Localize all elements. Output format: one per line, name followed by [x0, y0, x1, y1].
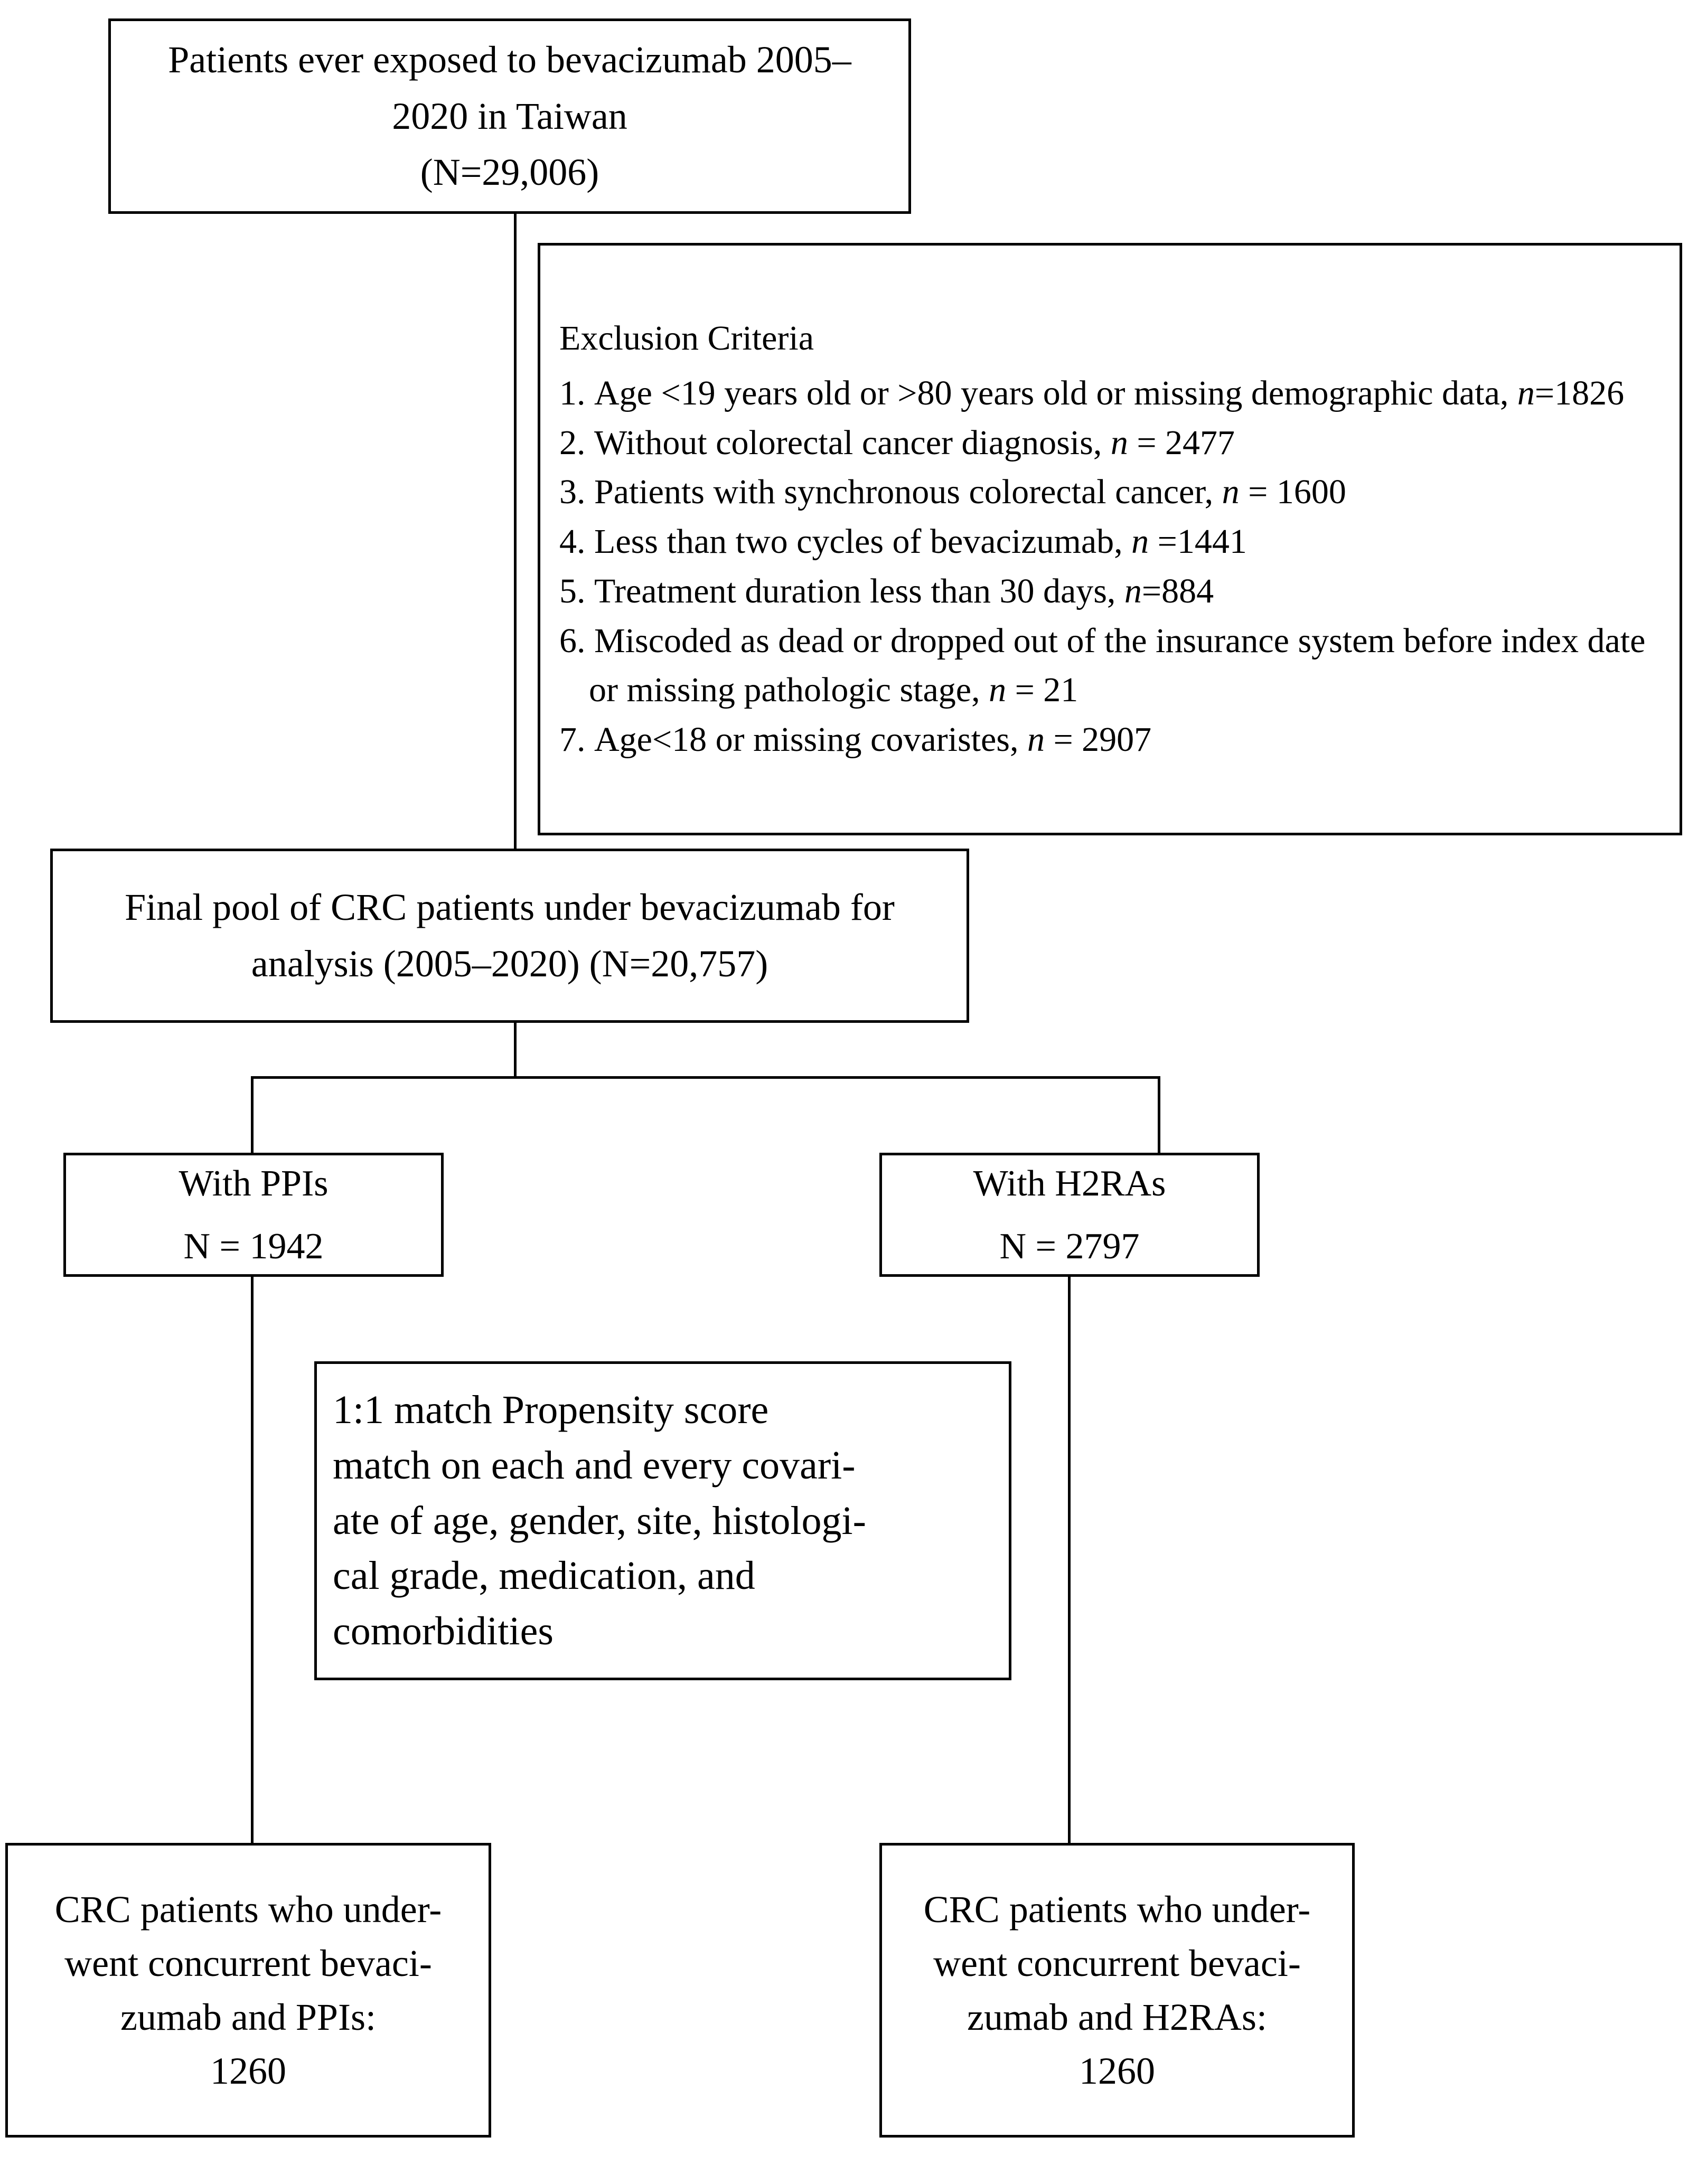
node-with-ppis: With PPIs N = 1942 [63, 1153, 444, 1277]
node-source-cohort: Patients ever exposed to bevacizumab 200… [108, 18, 911, 214]
propensity-line-1: 1:1 match Propensity score [333, 1387, 769, 1432]
propensity-matching-text: 1:1 match Propensity score match on each… [317, 1382, 1009, 1659]
node-exclusion-criteria: Exclusion Criteria 1. Age <19 years old … [538, 243, 1682, 835]
connector-ppi-to-outcome [251, 1276, 254, 1845]
outcome-ppis-line-3: zumab and PPIs: [120, 1996, 376, 2038]
exclusion-criteria-title: Exclusion Criteria [559, 319, 814, 358]
exclusion-criteria-text: Exclusion Criteria 1. Age <19 years old … [540, 314, 1680, 764]
final-pool-line-2: analysis (2005–2020) (N=20,757) [251, 943, 768, 985]
source-cohort-line-1: Patients ever exposed to bevacizumab 200… [168, 39, 851, 81]
final-pool-text: Final pool of CRC patients under bevaciz… [53, 879, 967, 992]
propensity-line-3: ate of age, gender, site, histologi- [333, 1498, 866, 1543]
node-propensity-matching: 1:1 match Propensity score match on each… [314, 1361, 1011, 1680]
final-pool-line-1: Final pool of CRC patients under bevaciz… [125, 886, 895, 929]
outcome-ppis-text: CRC patients who under- went concurrent … [8, 1882, 489, 2098]
propensity-line-5: comorbidities [333, 1609, 554, 1654]
connector-split-bar [251, 1076, 1160, 1079]
source-cohort-line-2: 2020 in Taiwan [392, 95, 627, 137]
with-h2ras-label: With H2RAs [973, 1163, 1166, 1204]
propensity-line-2: match on each and every covari- [333, 1443, 856, 1488]
exclusion-item-4: 4. Less than two cycles of bevacizumab, … [559, 522, 1247, 561]
outcome-h2ras-line-1: CRC patients who under- [923, 1888, 1311, 1931]
node-outcome-ppis: CRC patients who under- went concurrent … [5, 1843, 491, 2138]
with-ppis-label: With PPIs [179, 1163, 329, 1204]
connector-split-right-arm [1158, 1076, 1160, 1154]
source-cohort-text: Patients ever exposed to bevacizumab 200… [111, 32, 908, 201]
exclusion-item-5: 5. Treatment duration less than 30 days,… [559, 571, 1214, 610]
with-h2ras-text: With H2RAs N = 2797 [882, 1152, 1257, 1278]
connector-top-to-finalpool [514, 214, 517, 850]
exclusion-criteria-list: 1. Age <19 years old or >80 years old or… [559, 369, 1661, 765]
outcome-h2ras-line-3: zumab and H2RAs: [967, 1996, 1267, 2038]
exclusion-item-3: 3. Patients with synchronous colorectal … [559, 473, 1346, 512]
with-h2ras-count: N = 2797 [999, 1226, 1140, 1267]
with-ppis-count: N = 1942 [183, 1226, 324, 1267]
exclusion-item-2: 2. Without colorectal cancer diagnosis, … [559, 423, 1235, 462]
node-outcome-h2ras: CRC patients who under- went concurrent … [879, 1843, 1355, 2138]
outcome-h2ras-count: 1260 [1079, 2050, 1155, 2093]
source-cohort-line-3: (N=29,006) [420, 151, 599, 194]
outcome-ppis-line-2: went concurrent bevaci- [64, 1942, 432, 1984]
connector-h2ra-to-outcome [1068, 1276, 1071, 1845]
outcome-ppis-count: 1260 [210, 2050, 286, 2093]
with-ppis-text: With PPIs N = 1942 [66, 1152, 441, 1278]
exclusion-item-7: 7. Age<18 or missing covaristes, n = 290… [559, 720, 1152, 759]
outcome-h2ras-line-2: went concurrent bevaci- [933, 1942, 1301, 1984]
outcome-h2ras-text: CRC patients who under- went concurrent … [882, 1882, 1352, 2098]
propensity-line-4: cal grade, medication, and [333, 1554, 755, 1598]
outcome-ppis-line-1: CRC patients who under- [54, 1888, 442, 1931]
node-with-h2ras: With H2RAs N = 2797 [879, 1153, 1260, 1277]
connector-split-left-arm [251, 1076, 254, 1154]
node-final-pool: Final pool of CRC patients under bevaciz… [50, 849, 969, 1023]
connector-finalpool-stem [514, 1023, 517, 1078]
exclusion-item-1: 1. Age <19 years old or >80 years old or… [559, 373, 1625, 412]
exclusion-item-6: 6. Miscoded as dead or dropped out of th… [559, 621, 1646, 710]
